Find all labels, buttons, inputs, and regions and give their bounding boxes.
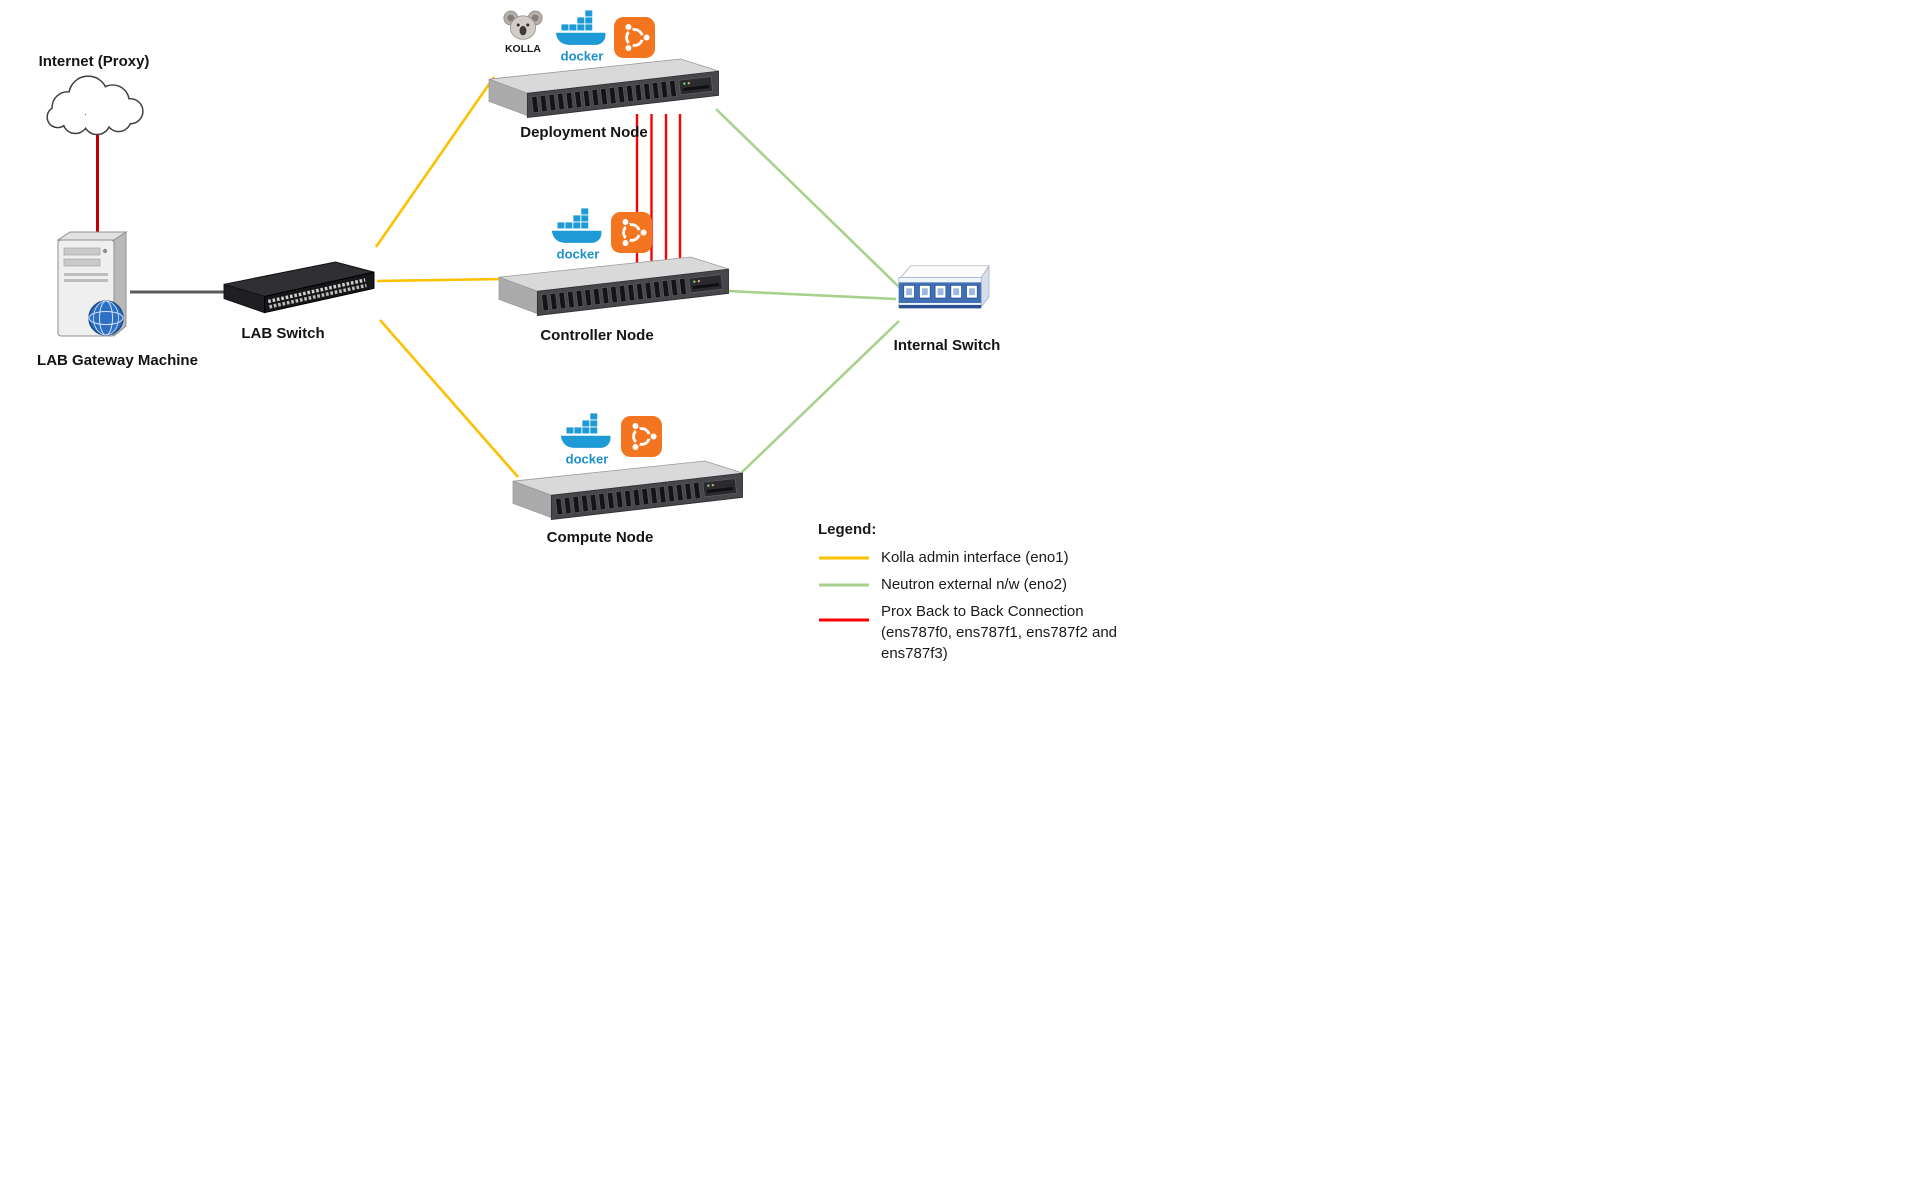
internal-switch: [891, 252, 991, 318]
ubuntu-badge-controller: [611, 212, 652, 258]
rack-switch-icon: [222, 260, 376, 321]
lab-gateway-machine: [50, 226, 134, 353]
internal-switch-label: Internal Switch: [893, 337, 1001, 354]
neutron-external-line-controller: [726, 289, 897, 301]
legend-swatch-kolla-admin-icon: [819, 556, 869, 559]
compute-node: [511, 459, 743, 539]
legend-title: Legend:: [818, 521, 877, 538]
ubuntu-icon: [611, 212, 652, 253]
legend-label-neutron-external: Neutron external n/w (eno2): [881, 576, 1067, 593]
deployment-node-label: Deployment Node: [520, 124, 648, 141]
lab-switch: [222, 260, 376, 326]
legend-label-prox-b2b: Prox Back to Back Connection (ens787f0, …: [881, 603, 1118, 662]
lab-gateway-label: LAB Gateway Machine: [37, 352, 198, 369]
rack-server-icon: [511, 459, 743, 534]
legend-label-kolla-admin: Kolla admin interface (eno1): [881, 549, 1069, 566]
neutron-external-line-compute: [736, 320, 900, 478]
legend: Legend: Kolla admin interface (eno1) Neu…: [818, 521, 1158, 670]
ubuntu-badge-compute: [621, 416, 662, 462]
lab-switch-label: LAB Switch: [241, 325, 325, 342]
cloud-icon: [42, 68, 152, 139]
kolla-admin-line-deployment: [374, 76, 496, 248]
rack-server-icon: [487, 57, 719, 132]
internet-label: Internet (Proxy): [38, 53, 150, 70]
legend-item-kolla-admin: Kolla admin interface (eno1): [818, 547, 1158, 568]
compute-node-label: Compute Node: [546, 529, 654, 546]
neutron-external-line-deployment: [715, 108, 900, 288]
kolla-icon: [503, 5, 543, 57]
kolla-admin-line-controller: [376, 277, 505, 283]
controller-node-label: Controller Node: [540, 327, 654, 344]
rack-server-icon: [497, 255, 729, 330]
ubuntu-icon: [614, 17, 655, 58]
legend-swatch-prox-b2b-icon: [819, 618, 869, 622]
legend-item-prox-b2b: Prox Back to Back Connection (ens787f0, …: [818, 601, 1158, 664]
kolla-badge: [503, 5, 543, 62]
legend-swatch-neutron-external-icon: [819, 583, 869, 586]
ubuntu-icon: [621, 416, 662, 457]
internet-cloud: [42, 68, 152, 144]
controller-node: [497, 255, 729, 335]
tower-server-icon: [50, 226, 134, 348]
kolla-admin-line-compute: [379, 319, 519, 478]
legend-item-neutron-external: Neutron external n/w (eno2): [818, 574, 1158, 595]
desktop-switch-icon: [891, 252, 991, 313]
